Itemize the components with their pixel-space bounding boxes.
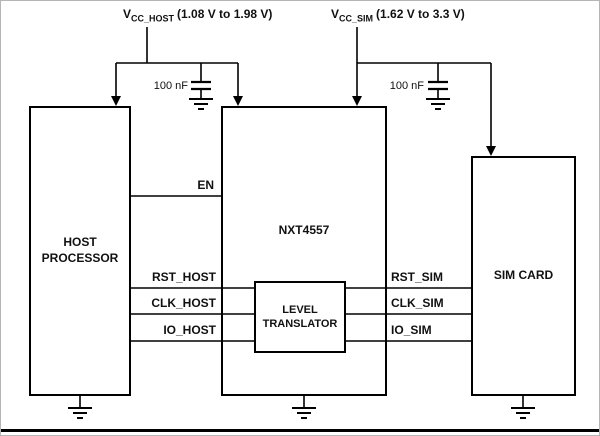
ground-icon	[426, 98, 450, 110]
bottom-rule	[1, 429, 599, 432]
sim-card-label: SIM CARD	[493, 268, 554, 283]
vcc-host-label: VCC_HOST(1.08 V to 1.98 V)	[123, 7, 272, 24]
arrow-down-icon	[111, 96, 121, 106]
vcc-sim-symbol: V	[331, 7, 340, 21]
capacitor-host-label: 100 nF	[153, 80, 188, 92]
nxt4557-block	[221, 106, 387, 396]
host-processor-block: HOST PROCESSOR	[29, 106, 131, 396]
en-label: EN	[197, 178, 214, 192]
level-translator-label: LEVEL TRANSLATOR	[262, 303, 338, 330]
ground-icon	[511, 396, 535, 419]
io-host-label: IO_HOST	[163, 323, 216, 337]
clk-host-label: CLK_HOST	[151, 296, 216, 310]
vcc-host-range: (1.08 V to 1.98 V)	[177, 7, 273, 21]
rst-host-label: RST_HOST	[151, 270, 216, 284]
clk-sim-label: CLK_SIM	[391, 296, 444, 310]
sim-card-block: SIM CARD	[471, 156, 576, 396]
ground-icon	[68, 396, 92, 419]
nxt4557-label: NXT4557	[278, 223, 330, 237]
capacitor-host-icon	[191, 63, 211, 99]
rst-sim-label: RST_SIM	[391, 270, 444, 284]
vcc-host-subscript: CC_HOST	[131, 13, 175, 24]
io-sim-label: IO_SIM	[391, 323, 432, 337]
arrow-down-icon	[352, 96, 362, 106]
arrow-down-icon	[486, 146, 496, 156]
vcc-sim-range: (1.62 V to 3.3 V)	[376, 7, 465, 21]
capacitor-sim-icon	[428, 63, 448, 99]
vcc-sim-label: VCC_SIM(1.62 V to 3.3 V)	[331, 7, 465, 24]
ground-icon	[292, 396, 316, 419]
capacitor-sim-label: 100 nF	[389, 80, 424, 92]
vcc-sim-subscript: CC_SIM	[339, 13, 374, 24]
arrow-down-icon	[233, 96, 243, 106]
vcc-host-symbol: V	[123, 7, 132, 21]
host-processor-label: HOST PROCESSOR	[41, 235, 119, 265]
level-translator-block: LEVEL TRANSLATOR	[254, 281, 346, 353]
ground-icon	[189, 98, 213, 110]
